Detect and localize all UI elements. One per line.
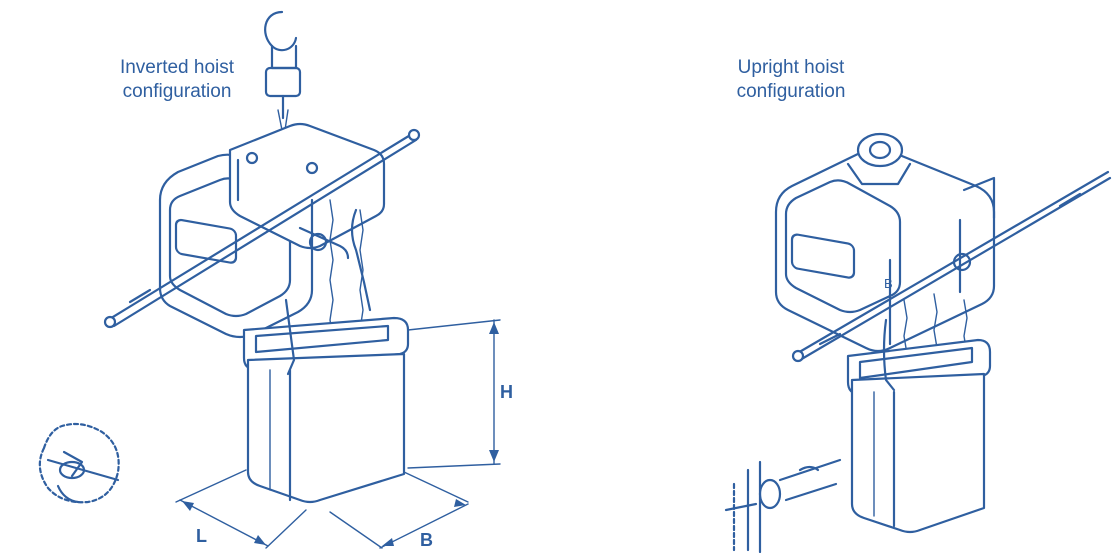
upright-hoist-drawing: B [724, 132, 1112, 553]
upright-suspension-rod [791, 170, 1112, 363]
inverted-hoist-drawing: H L B [38, 10, 513, 550]
inverted-coupling-inset [38, 422, 120, 504]
inverted-caption-line2: configuration [122, 81, 232, 102]
upright-caption-line2: configuration [736, 81, 846, 102]
height-label: H [500, 382, 513, 402]
upright-coupling-inset [724, 458, 842, 553]
height-dimension [407, 319, 501, 469]
upright-hoist-body: B [774, 132, 996, 353]
length-label: L [196, 526, 207, 546]
width-label: B [420, 530, 433, 550]
chain-bucket [242, 298, 410, 504]
top-hook-icon [264, 10, 302, 120]
upright-hoist-caption: Upright hoist configuration [706, 56, 876, 104]
width-dimension [329, 471, 469, 549]
body-marking: B [884, 276, 893, 291]
inverted-caption-line1: Inverted hoist [119, 57, 235, 78]
upright-chain-bucket [846, 318, 992, 534]
suspension-rod [103, 128, 421, 329]
upright-caption-line1: Upright hoist [737, 57, 845, 78]
hoist-body [158, 122, 386, 339]
length-dimension [175, 469, 307, 549]
inverted-hoist-caption: Inverted hoist configuration [92, 56, 262, 104]
